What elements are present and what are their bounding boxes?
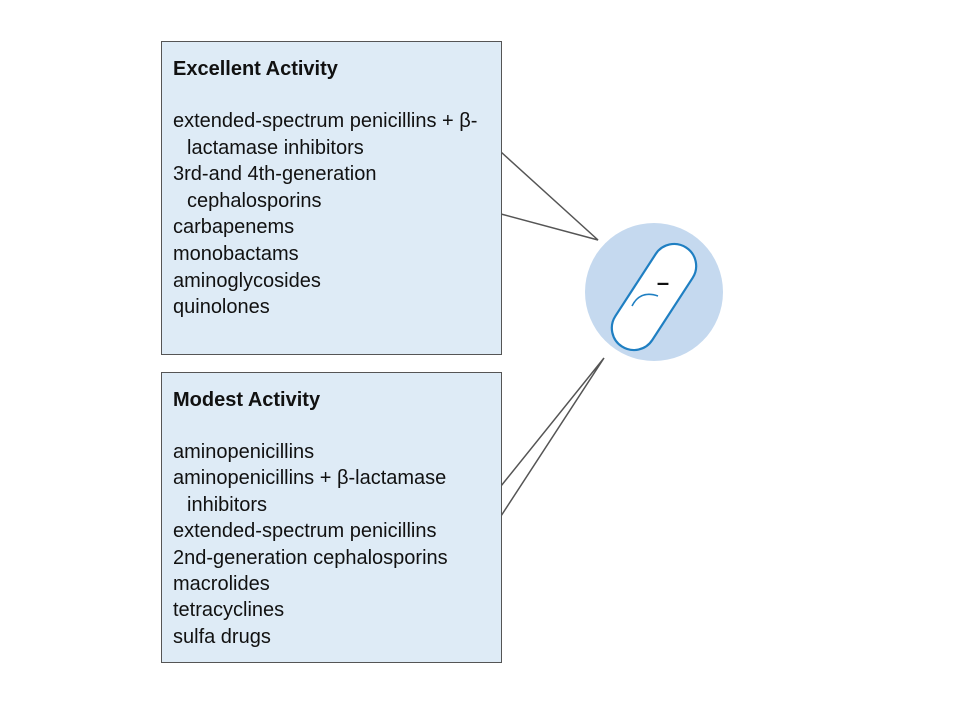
modest-activity-list: aminopenicillins aminopenicillins + β-la… (173, 439, 489, 650)
modest-activity-panel: Modest Activity aminopenicillins aminope… (161, 372, 502, 663)
list-item: aminopenicillins + β-lactamase inhibitor… (173, 467, 447, 516)
list-item: aminopenicillins (173, 441, 315, 463)
callout-connector-modest (500, 357, 605, 517)
list-item: extended-spectrum penicillins + β-lactam… (173, 110, 478, 159)
list-item: quinolones (173, 296, 270, 319)
modest-activity-heading: Modest Activity (173, 389, 321, 411)
list-item: monobactams (173, 242, 299, 265)
list-item: aminoglycosides (173, 269, 321, 292)
list-item: carbapenems (173, 216, 295, 239)
excellent-activity-panel: Excellent Activity extended-spectrum pen… (161, 41, 502, 355)
list-item: extended-spectrum penicillins (173, 520, 437, 543)
list-item: 3rd-and 4th-generation cephalosporins (173, 163, 377, 212)
rod-bacterium-icon (610, 242, 698, 352)
bacterium-inner-membrane (631, 293, 659, 307)
callout-connector-excellent (500, 151, 599, 241)
list-item: tetracyclines (173, 599, 285, 622)
excellent-activity-list: extended-spectrum penicillins + β-lactam… (173, 108, 489, 321)
list-item: sulfa drugs (173, 625, 271, 648)
list-item: 2nd-generation cephalosporins (173, 546, 448, 569)
gram-negative-sign: – (657, 270, 669, 295)
excellent-activity-heading: Excellent Activity (173, 58, 338, 80)
list-item: macrolides (173, 573, 270, 596)
